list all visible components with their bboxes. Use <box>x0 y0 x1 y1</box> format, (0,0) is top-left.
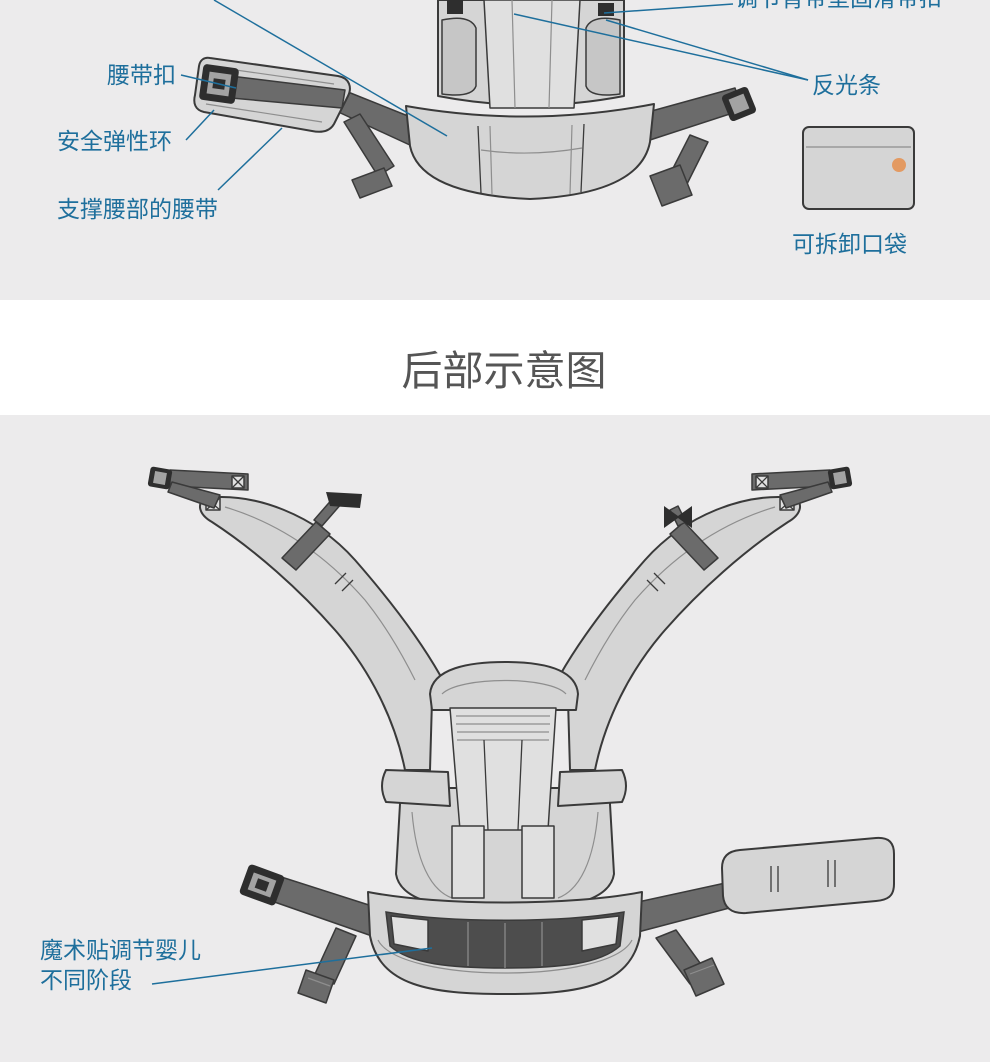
buckle-inner <box>833 471 847 485</box>
front-buckle-right-icon <box>721 86 757 122</box>
front-waist-belt <box>405 103 655 200</box>
hood-seam <box>441 679 567 695</box>
sternum-clip-left-icon <box>326 492 362 508</box>
body-center-seams <box>511 0 553 109</box>
front-waist-belt-shape <box>405 103 655 200</box>
section-title: 后部示意图 <box>402 347 607 395</box>
velcro-segments <box>467 922 543 968</box>
back-waist-belt <box>367 891 643 995</box>
leader-line-velcro <box>151 947 433 985</box>
front-carrier-body <box>437 0 625 109</box>
leader-line-safety-loop <box>185 109 215 141</box>
label-reflective-strip: 反光条 <box>812 73 881 99</box>
front-hanging-strap-right-tab <box>649 164 693 207</box>
back-waist-pad-marks <box>770 860 836 892</box>
strap-end-right-keeper-x <box>755 475 769 489</box>
label-velcro-adjust-line2: 不同阶段 <box>40 968 132 994</box>
side-wing-left <box>381 769 451 807</box>
front-hanging-strap-left <box>343 113 395 177</box>
shoulder-slider-right-icon <box>598 3 614 16</box>
strap-end-right <box>751 466 853 509</box>
front-hanging-strap-left-tab <box>351 167 393 199</box>
body-side-pad-left <box>441 17 477 96</box>
back-waist-pad-right <box>721 836 895 915</box>
back-hanging-strap-right-tab <box>683 957 725 997</box>
center-panel-seams <box>483 739 523 831</box>
side-wing-right <box>557 769 627 807</box>
title-band-background <box>0 300 990 415</box>
shoulder-slider-left-icon <box>447 0 463 14</box>
center-mesh-panel <box>449 707 557 831</box>
body-center-panel <box>483 0 581 109</box>
back-hanging-strap-left-tab <box>297 969 335 1004</box>
front-waist-pad-left <box>193 56 351 133</box>
back-waist-belt-seam <box>377 939 633 974</box>
velcro-block-right <box>581 915 620 952</box>
label-velcro-adjust-line1: 魔术贴调节婴儿 <box>40 938 201 964</box>
sternum-strap-wrap-right <box>669 521 719 571</box>
inner-panel-left <box>451 825 485 899</box>
sternum-strap-wrap-left <box>281 521 331 571</box>
back-carrier-body <box>381 661 627 911</box>
leader-line-reflective-strip-b <box>605 19 809 81</box>
strap-end-right-buckle-icon <box>827 466 853 490</box>
brand-logo-icon <box>892 158 906 172</box>
back-view: 魔术贴调节婴儿 不同阶段 <box>40 466 895 1004</box>
back-hanging-strap-left-tab-seam <box>307 977 331 987</box>
front-waist-belt-reflective-strip <box>480 124 583 195</box>
lower-body-contour <box>411 811 599 899</box>
strap-end-right-diagonal <box>779 481 833 509</box>
body-side-pad-right <box>585 17 621 96</box>
shoulder-strap-right <box>559 496 801 771</box>
shoulder-strap-right-seam <box>584 506 776 681</box>
leader-line-lumbar-belt <box>217 127 283 191</box>
inner-panel-right <box>521 825 555 899</box>
label-detachable-pocket: 可拆卸口袋 <box>792 232 907 258</box>
shoulder-strap-left-seam <box>224 506 416 681</box>
strap-end-left <box>147 466 249 509</box>
buckle-inner <box>153 471 167 485</box>
buckle-slot <box>254 878 270 892</box>
label-waist-buckle: 腰带扣 <box>107 63 176 89</box>
leader-line-body-top <box>213 0 448 137</box>
hood <box>429 661 579 711</box>
leader-line-reflective-strip-a <box>513 13 809 81</box>
shoulder-strap-left <box>199 492 441 771</box>
sternum-clip-right-icon <box>664 506 692 528</box>
shoulder-strap-left-ticks <box>334 572 354 592</box>
detachable-pocket <box>802 126 915 210</box>
back-hanging-strap-right-tab-seam <box>689 964 715 975</box>
shoulder-strap-right-ticks <box>646 572 666 592</box>
buckle-inner <box>728 93 750 115</box>
leader-line-shoulder-slider <box>603 3 734 14</box>
front-view: 调节背带垫固滑带扣 反光条 腰带扣 安全弹性环 支撑腰部的腰带 可拆卸口袋 <box>57 0 942 258</box>
label-shoulder-strap-slider: 调节背带垫固滑带扣 <box>735 0 942 12</box>
back-buckle-left-icon <box>239 864 285 906</box>
label-lumbar-support-waistbelt: 支撑腰部的腰带 <box>57 197 218 223</box>
leader-line-waist-buckle <box>180 74 237 89</box>
center-mesh-lines <box>456 715 550 741</box>
back-waist-pad-shape <box>721 836 895 915</box>
strap-end-left-keeper-x <box>231 475 245 489</box>
velcro-block-left <box>390 915 429 952</box>
label-safety-elastic-loop: 安全弹性环 <box>57 129 172 155</box>
strap-end-left-diagonal <box>167 481 221 509</box>
strap-end-left-buckle-icon <box>147 466 173 490</box>
front-waist-belt-seams <box>477 123 585 194</box>
back-hanging-strap-left <box>313 927 357 985</box>
